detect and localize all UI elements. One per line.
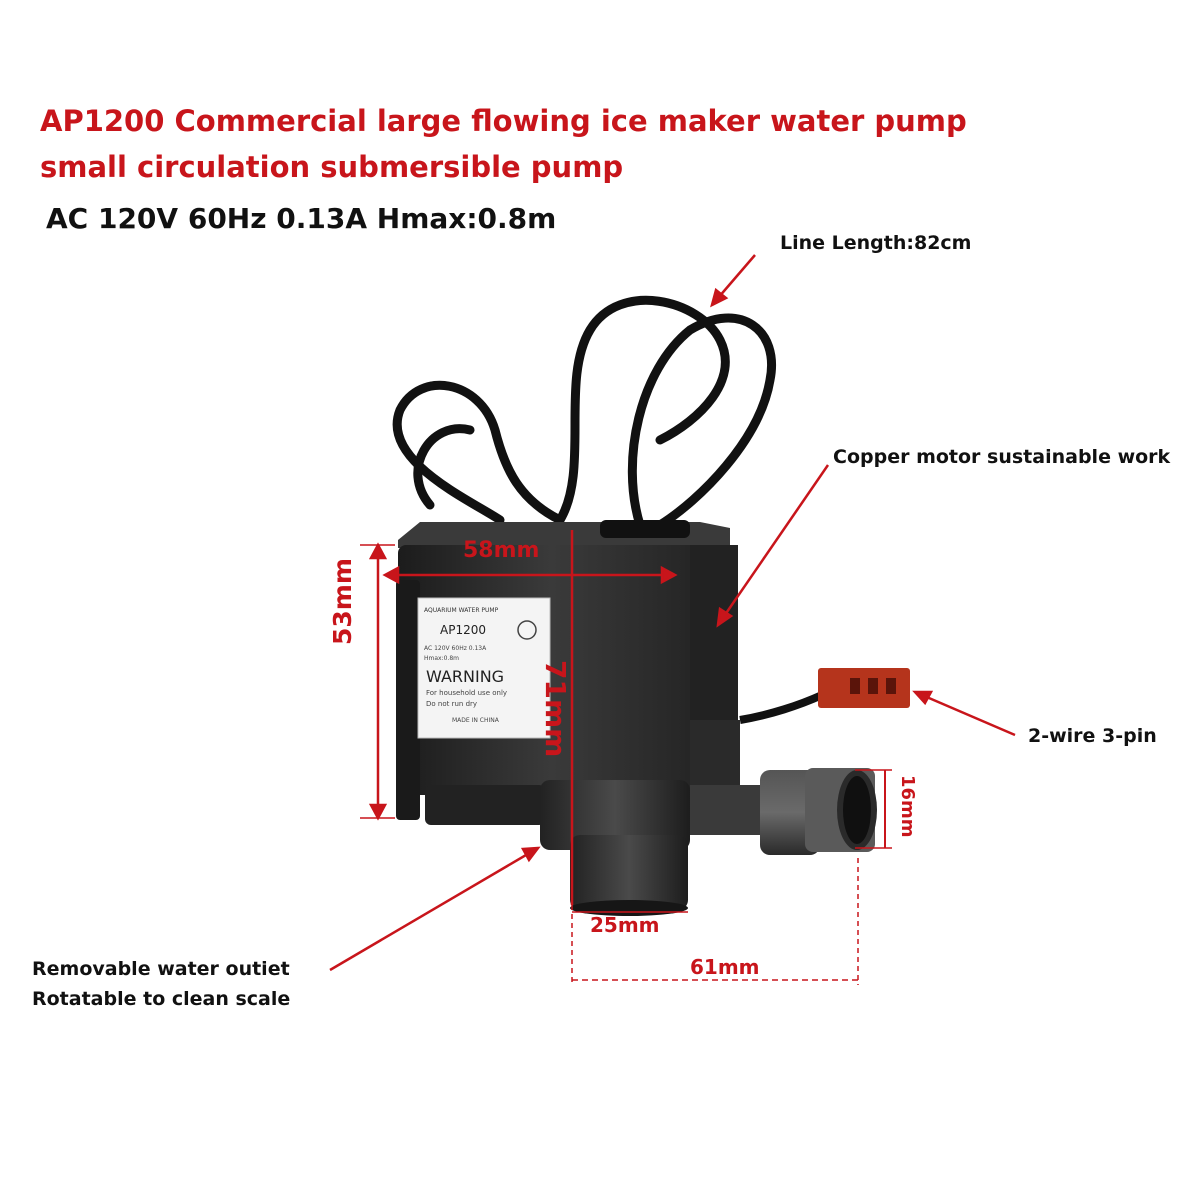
label-hmax: Hmax:0.8m (424, 655, 459, 662)
callout-arrows (329, 254, 1016, 972)
water-outlet (540, 780, 690, 916)
callout-line-length: Line Length:82cm (780, 232, 972, 254)
dim-outlet-label: 25mm (590, 913, 660, 937)
electrical-spec: AC 120V 60Hz 0.13A Hmax:0.8m (46, 202, 557, 235)
label-note-1: For household use only (426, 689, 507, 697)
title-line-1: AP1200 Commercial large flowing ice make… (40, 104, 967, 138)
callout-outlet-line-2: Rotatable to clean scale (32, 988, 291, 1010)
power-cable (392, 295, 776, 530)
dim-height-label: 71mm (539, 660, 572, 758)
callout-copper-motor: Copper motor sustainable work (833, 446, 1171, 468)
connector-wire (739, 691, 824, 724)
dim-spacing-label: 61mm (690, 955, 760, 979)
water-inlet (690, 768, 877, 855)
dim-inlet-label: 16mm (897, 775, 918, 838)
title-line-2: small circulation submersible pump (40, 150, 624, 184)
label-model: AP1200 (440, 623, 486, 637)
dim-depth-label: 53mm (328, 558, 357, 645)
label-rating: AC 120V 60Hz 0.13A (424, 645, 487, 652)
label-warning: WARNING (426, 667, 504, 686)
dim-width-label: 58mm (463, 538, 540, 563)
dimension-lines (360, 530, 892, 985)
pump-label-sticker (417, 597, 551, 739)
callout-outlet-line-1: Removable water outiet (32, 958, 290, 980)
connector-plug (818, 668, 910, 708)
label-origin: MADE IN CHINA (452, 717, 500, 724)
callout-connector: 2-wire 3-pin (1028, 725, 1157, 747)
label-note-2: Do not run dry (426, 700, 477, 708)
product-title: AP1200 Commercial large flowing ice make… (40, 98, 967, 190)
label-header: AQUARIUM WATER PUMP (424, 607, 499, 614)
